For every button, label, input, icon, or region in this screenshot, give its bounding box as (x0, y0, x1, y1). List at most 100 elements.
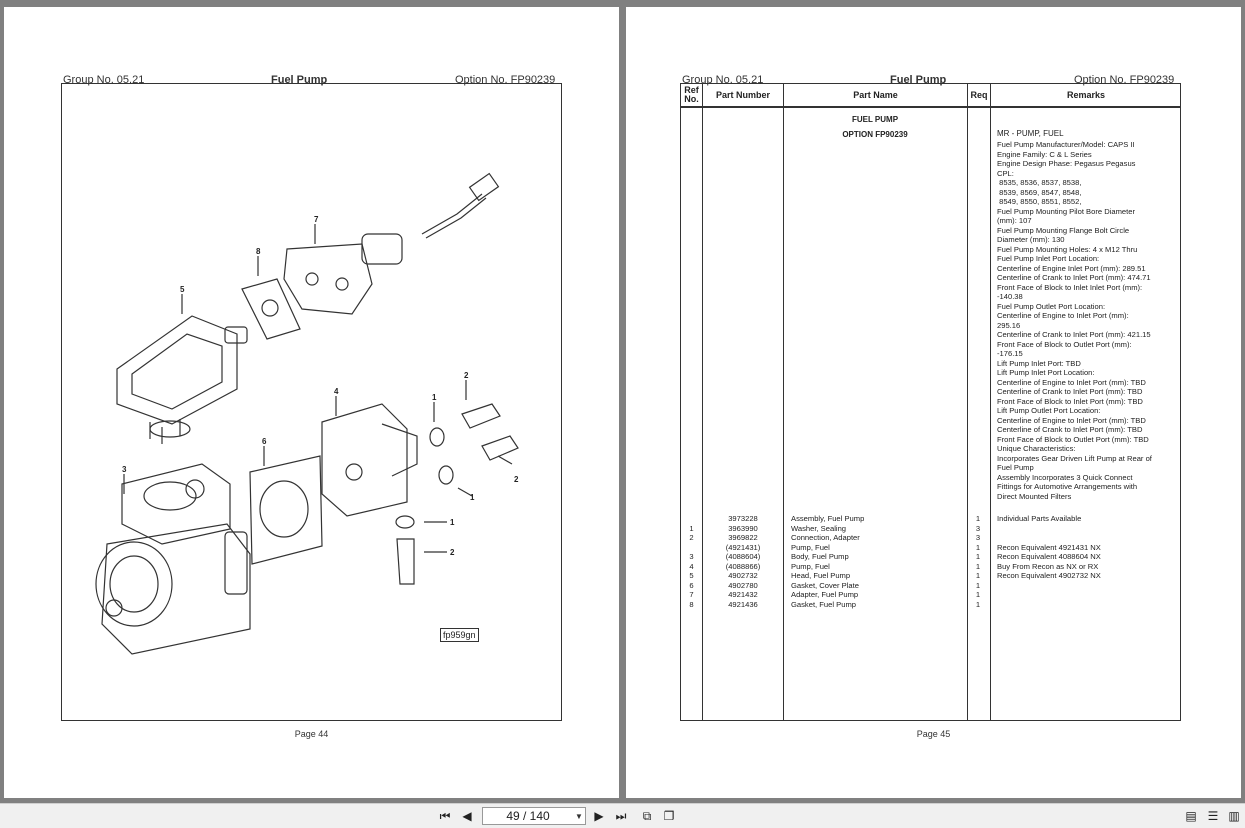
viewer-toolbar: ⏮ ◀ 49 / 140 ▼ ▶ ⏭ ⧉ ❐ ▤ ☰ ▥ (0, 803, 1245, 828)
part-name: Adapter, Fuel Pump (791, 590, 859, 599)
remark-line: Fuel Pump Outlet Port Location: (997, 301, 1106, 311)
remark-line: Lift Pump Inlet Port Location: (997, 368, 1095, 377)
part-name: Pump, Fuel (791, 542, 830, 552)
facing-view-icon[interactable]: ▥ (1228, 809, 1240, 823)
right-page: Group No. 05.21 Fuel Pump Option No. FP9… (626, 7, 1241, 798)
callout-1c: 1 (450, 518, 455, 527)
required-qty: 3 (975, 533, 981, 542)
part-number: 3973228 (728, 514, 758, 523)
part-number: (4921431) (725, 542, 761, 552)
remark-line: 8549, 8550, 8551, 8552, (997, 197, 1082, 206)
remark-line: Fuel Pump Inlet Port Location: (997, 254, 1100, 263)
ref-number: 3 (689, 552, 694, 561)
table-row: 7 4921432 Adapter, Fuel Pump 1 (681, 590, 1182, 600)
page-number-right: Page 45 (916, 729, 951, 739)
continuous-view-icon[interactable]: ☰ (1207, 809, 1219, 823)
required-qty: 1 (975, 590, 981, 599)
single-view-icon[interactable]: ▤ (1185, 809, 1197, 823)
remark-line: 8539, 8569, 8547, 8548, (997, 187, 1082, 197)
callout-4: 4 (334, 387, 339, 396)
required-qty: 3 (975, 523, 981, 533)
part-number: 4921432 (728, 590, 758, 599)
part-number: 4902780 (728, 580, 758, 590)
remark-line: Fittings for Automotive Arrangements wit… (997, 482, 1138, 491)
remark-line: -140.38 (997, 292, 1023, 301)
figure-tag: fp959gn (440, 628, 479, 642)
section-title: FUEL PUMP (851, 115, 899, 124)
dual-page-icon[interactable]: ❐ (663, 809, 675, 823)
exploded-diagram: 7 8 5 4 1 2 6 3 2 1 1 2 fp959gn (61, 83, 562, 721)
first-page-icon[interactable]: ⏮ (439, 808, 451, 823)
page-number-left: Page 44 (294, 729, 329, 739)
required-qty: 1 (975, 561, 981, 571)
remark-line: Fuel Pump Mounting Flange Bolt Circle (997, 225, 1130, 235)
remark-line: Centerline of Crank to Inlet Port (mm): … (997, 330, 1151, 339)
ref-number: 2 (689, 533, 694, 542)
remark-line: Centerline of Crank to Inlet Port (mm): … (997, 273, 1151, 282)
left-page: Group No. 05.21 Fuel Pump Option No. FP9… (4, 7, 619, 798)
part-name: Pump, Fuel (791, 561, 830, 571)
part-number: 4921436 (728, 599, 758, 609)
remark-line: Assembly Incorporates 3 Quick Connect (997, 472, 1133, 482)
remark-line: Front Face of Block to Inlet Inlet Port … (997, 282, 1143, 292)
remark: Individual Parts Available (997, 514, 1082, 523)
part-number: 4902732 (728, 571, 758, 580)
remark: Recon Equivalent 4088604 NX (997, 552, 1101, 561)
remark-line: Centerline of Crank to Inlet Port (mm): … (997, 425, 1143, 434)
header-req: Req (968, 84, 990, 107)
callout-2c: 2 (450, 548, 455, 557)
required-qty: 1 (975, 580, 981, 590)
part-name: Body, Fuel Pump (791, 552, 849, 561)
remark: Recon Equivalent 4921431 NX (997, 542, 1101, 552)
ref-number: 7 (689, 590, 694, 599)
part-name: Assembly, Fuel Pump (791, 514, 865, 523)
fit-page-icon[interactable]: ⧉ (642, 808, 652, 823)
remark-line: Diameter (mm): 130 (997, 235, 1065, 244)
remark-line: Centerline of Crank to Inlet Port (mm): … (997, 387, 1143, 396)
prev-page-icon[interactable]: ◀ (462, 809, 472, 823)
remark-line: Lift Pump Outlet Port Location: (997, 406, 1101, 415)
callout-1b: 1 (470, 493, 475, 502)
part-number: (4088604) (725, 552, 761, 561)
required-qty: 1 (975, 599, 981, 609)
remark-line: -176.15 (997, 349, 1023, 358)
chevron-down-icon[interactable]: ▼ (575, 811, 583, 821)
header-part-number: Part Number (703, 84, 783, 107)
remark-line: Lift Pump Inlet Port: TBD (997, 358, 1081, 368)
remark-line: Front Face of Block to Inlet Port (mm): … (997, 396, 1143, 406)
part-name: Gasket, Cover Plate (791, 580, 859, 590)
remark-line: Front Face of Block to Outlet Port (mm):… (997, 434, 1149, 444)
callout-5: 5 (180, 285, 185, 294)
ref-number: 6 (689, 580, 694, 590)
remark-line: Engine Design Phase: Pegasus Pegasus (997, 159, 1136, 168)
required-qty: 1 (975, 571, 981, 580)
page-selector[interactable]: 49 / 140 ▼ (482, 807, 586, 825)
part-name: Washer, Sealing (791, 523, 847, 533)
remark-line: Fuel Pump (997, 463, 1034, 472)
remark-line: Centerline of Engine to Inlet Port (mm): (997, 311, 1129, 320)
remark-line: Centerline of Engine to Inlet Port (mm):… (997, 415, 1146, 425)
remark: Recon Equivalent 4902732 NX (997, 571, 1101, 580)
remark-line: Fuel Pump Mounting Holes: 4 x M12 Thru (997, 244, 1138, 254)
required-qty: 1 (975, 542, 981, 552)
remark-line: Front Face of Block to Outlet Port (mm): (997, 339, 1132, 349)
required-qty: 1 (975, 514, 981, 523)
part-name: Gasket, Fuel Pump (791, 599, 856, 609)
remark-line: (mm): 107 (997, 216, 1032, 225)
remark-line: Direct Mounted Filters (997, 491, 1072, 501)
remark-line: Incorporates Gear Driven Lift Pump at Re… (997, 453, 1152, 463)
header-remarks: Remarks (991, 84, 1181, 107)
callout-7: 7 (314, 215, 319, 224)
fuel-pump-illustration: 7 8 5 4 1 2 6 3 2 1 1 2 (95, 172, 519, 655)
last-page-icon[interactable]: ⏭ (615, 808, 627, 823)
next-page-icon[interactable]: ▶ (594, 809, 604, 823)
part-name: Head, Fuel Pump (791, 571, 851, 580)
table-row: (4921431) Pump, Fuel 1 Recon Equivalent 492… (681, 543, 1182, 553)
